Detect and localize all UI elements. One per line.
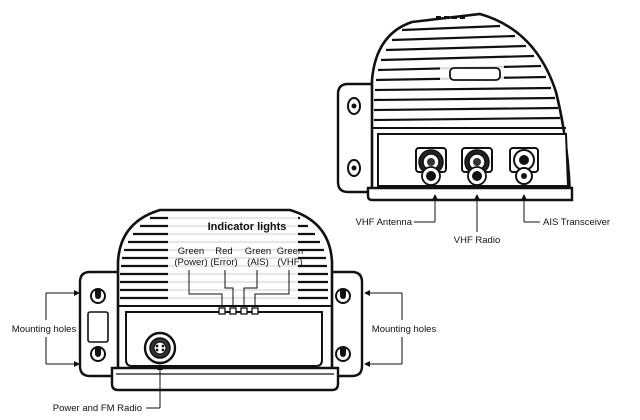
indicator-lights-title: Indicator lights (208, 221, 287, 233)
power-fm-radio-label: Power and FM Radio (53, 403, 142, 414)
led-label-3-name: (AIS) (247, 257, 269, 268)
right-mounting-callout (366, 292, 403, 365)
led-leader-lines (188, 270, 290, 307)
power-connector-icon (143, 331, 177, 365)
back-label-plate (449, 67, 501, 81)
mounting-hole-icon (90, 346, 106, 362)
top-marks (436, 16, 465, 19)
mounting-hole-icon (335, 346, 351, 362)
flange-slot (87, 311, 109, 343)
led-ais (240, 307, 248, 315)
front-device-view (78, 208, 364, 392)
front-base-plate (110, 366, 340, 392)
mounting-hole-icon (335, 288, 351, 304)
left-mounting-callout (45, 292, 78, 365)
mounting-holes-left-label: Mounting holes (12, 324, 77, 335)
led-label-4-color: Green (277, 246, 303, 257)
led-label-3-color: Green (245, 246, 271, 257)
led-labels: Green (Power) Red (Error) Green (AIS) Gr… (174, 246, 303, 268)
indicator-leds (218, 307, 259, 315)
led-label-4-name: (VHF) (277, 257, 302, 268)
back-base-plate (366, 186, 574, 202)
back-callout-lines (414, 196, 540, 232)
vhf-antenna-label: VHF Antenna (355, 217, 412, 228)
led-error (229, 307, 237, 315)
back-device-view (336, 12, 574, 202)
led-label-2-name: (Error) (210, 257, 237, 268)
ais-transceiver-label: AIS Transceiver (543, 217, 610, 228)
led-label-1-color: Green (178, 246, 204, 257)
vhf-antenna-connector-icon (415, 147, 447, 186)
ais-transceiver-connector-icon (509, 147, 539, 185)
vhf-radio-label: VHF Radio (454, 235, 500, 246)
mounting-hole-icon (347, 159, 361, 177)
vhf-radio-connector-icon (461, 147, 493, 186)
mounting-hole-icon (347, 97, 361, 115)
led-power (218, 307, 226, 315)
mounting-hole-icon (90, 288, 106, 304)
led-label-2-color: Red (215, 246, 232, 257)
led-label-1-name: (Power) (174, 257, 207, 268)
mounting-holes-right-label: Mounting holes (372, 324, 437, 335)
power-callout (146, 366, 161, 409)
led-vhf (251, 307, 259, 315)
